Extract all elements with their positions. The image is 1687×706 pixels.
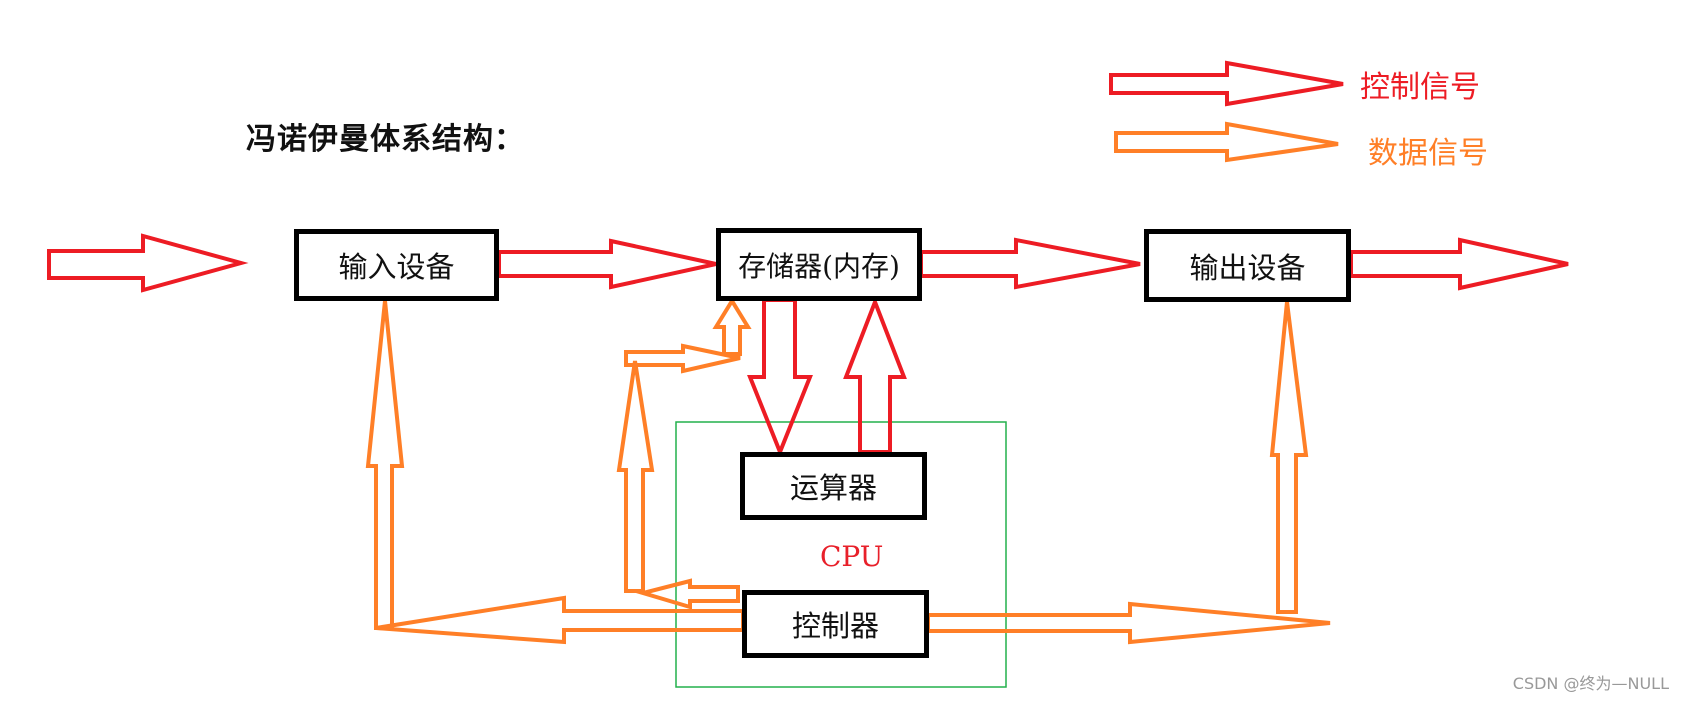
- output-device-box: 输出设备: [1144, 229, 1351, 302]
- legend-data-arrow: [1114, 121, 1339, 163]
- cpu-group-border: [675, 421, 1007, 688]
- diagram-title: 冯诺伊曼体系结构：: [246, 122, 525, 157]
- cpu-label: CPU: [820, 540, 884, 573]
- output-device-label: 输出设备: [1189, 250, 1306, 285]
- data-arrow-branch-to-memory: [624, 343, 741, 374]
- controller-label: 控制器: [791, 609, 879, 643]
- input-device-label: 输入设备: [338, 250, 455, 284]
- alu-box: 运算器: [740, 452, 927, 520]
- memory-box: 存储器(内存): [716, 228, 922, 301]
- legend-control-arrow: [1109, 60, 1344, 107]
- data-arrow-up-to-output: [1269, 301, 1309, 614]
- alu-label: 运算器: [789, 471, 877, 505]
- control-arrow-out-of-output: [1349, 237, 1569, 291]
- control-arrow-memory-to-output: [919, 237, 1141, 290]
- data-arrow-controller-to-input: [375, 595, 745, 645]
- control-arrow-alu-to-memory: [843, 296, 907, 454]
- control-arrow-into-input: [47, 233, 249, 293]
- data-arrow-controller-to-branch: [635, 578, 740, 610]
- data-arrow-up-to-input: [365, 300, 405, 630]
- legend-data-label: 数据信号: [1368, 136, 1488, 171]
- control-arrow-input-to-memory: [497, 238, 717, 290]
- memory-label: 存储器(内存): [738, 249, 900, 283]
- data-arrow-up-to-memory: [712, 297, 752, 356]
- watermark: CSDN @终为—NULL: [1512, 674, 1669, 693]
- legend-control-label: 控制信号: [1360, 70, 1480, 105]
- input-device-box: 输入设备: [294, 229, 499, 301]
- control-arrow-memory-to-alu: [747, 298, 813, 458]
- controller-box: 控制器: [742, 590, 929, 658]
- data-arrow-controller-to-output: [926, 601, 1331, 645]
- data-arrow-branch-up: [616, 360, 655, 593]
